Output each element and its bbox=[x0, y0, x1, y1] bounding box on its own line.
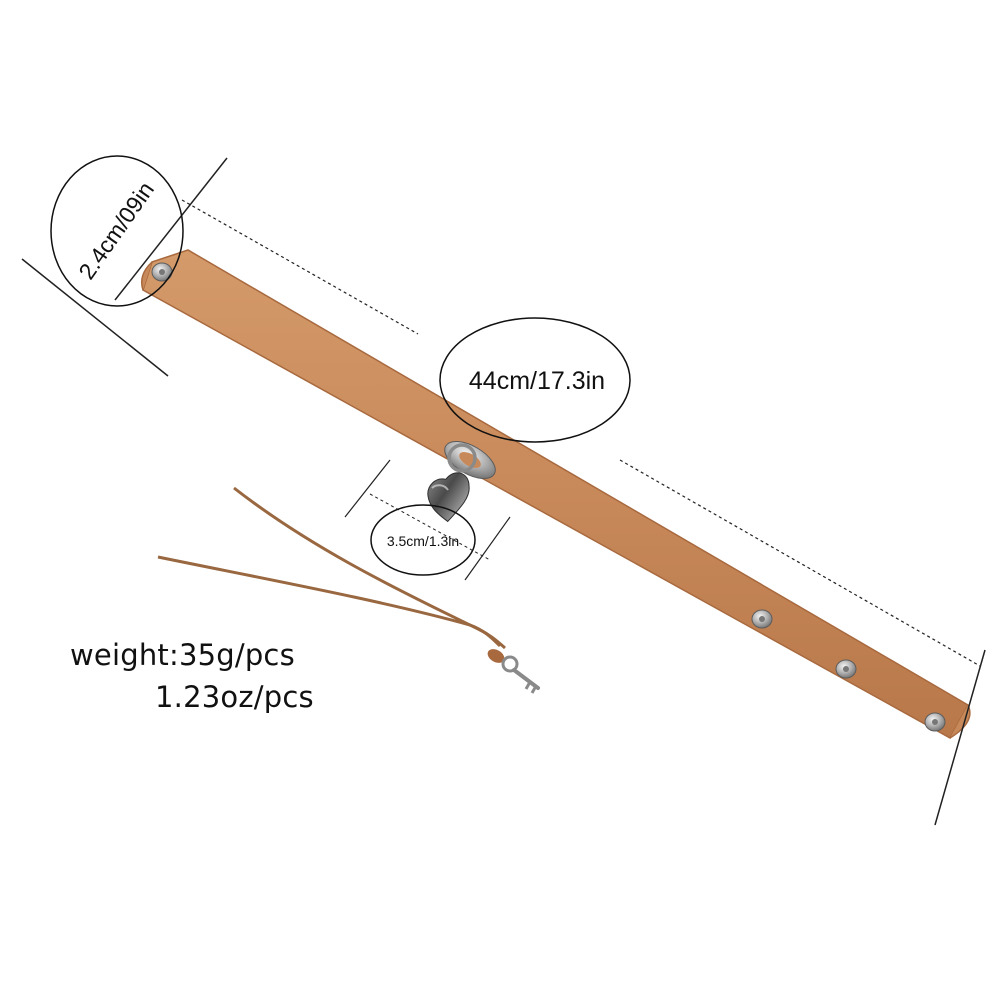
rivet-left bbox=[151, 262, 173, 282]
lock-dimension-lines bbox=[344, 459, 511, 581]
lock-label-circle bbox=[370, 504, 476, 576]
rivet-middle-right bbox=[835, 659, 857, 679]
length-dimension-lines bbox=[619, 459, 986, 826]
weight-ounces-text: 1.23oz/pcs bbox=[155, 680, 314, 714]
key-icon bbox=[501, 655, 540, 694]
lock-label: 3.5cm/1.3in bbox=[387, 533, 459, 549]
length-label: 44cm/17.3in bbox=[469, 367, 605, 395]
rivet-end-right bbox=[924, 712, 946, 732]
rivet-icon bbox=[751, 609, 773, 629]
heart-padlock-icon bbox=[427, 472, 470, 523]
d-ring-hardware bbox=[444, 440, 496, 480]
weight-grams-text: weight:35g/pcs bbox=[70, 638, 295, 672]
width-dimension-lines bbox=[21, 157, 419, 377]
key-cord bbox=[157, 486, 506, 663]
length-label-circle bbox=[439, 317, 631, 443]
width-label-circle bbox=[50, 155, 184, 307]
